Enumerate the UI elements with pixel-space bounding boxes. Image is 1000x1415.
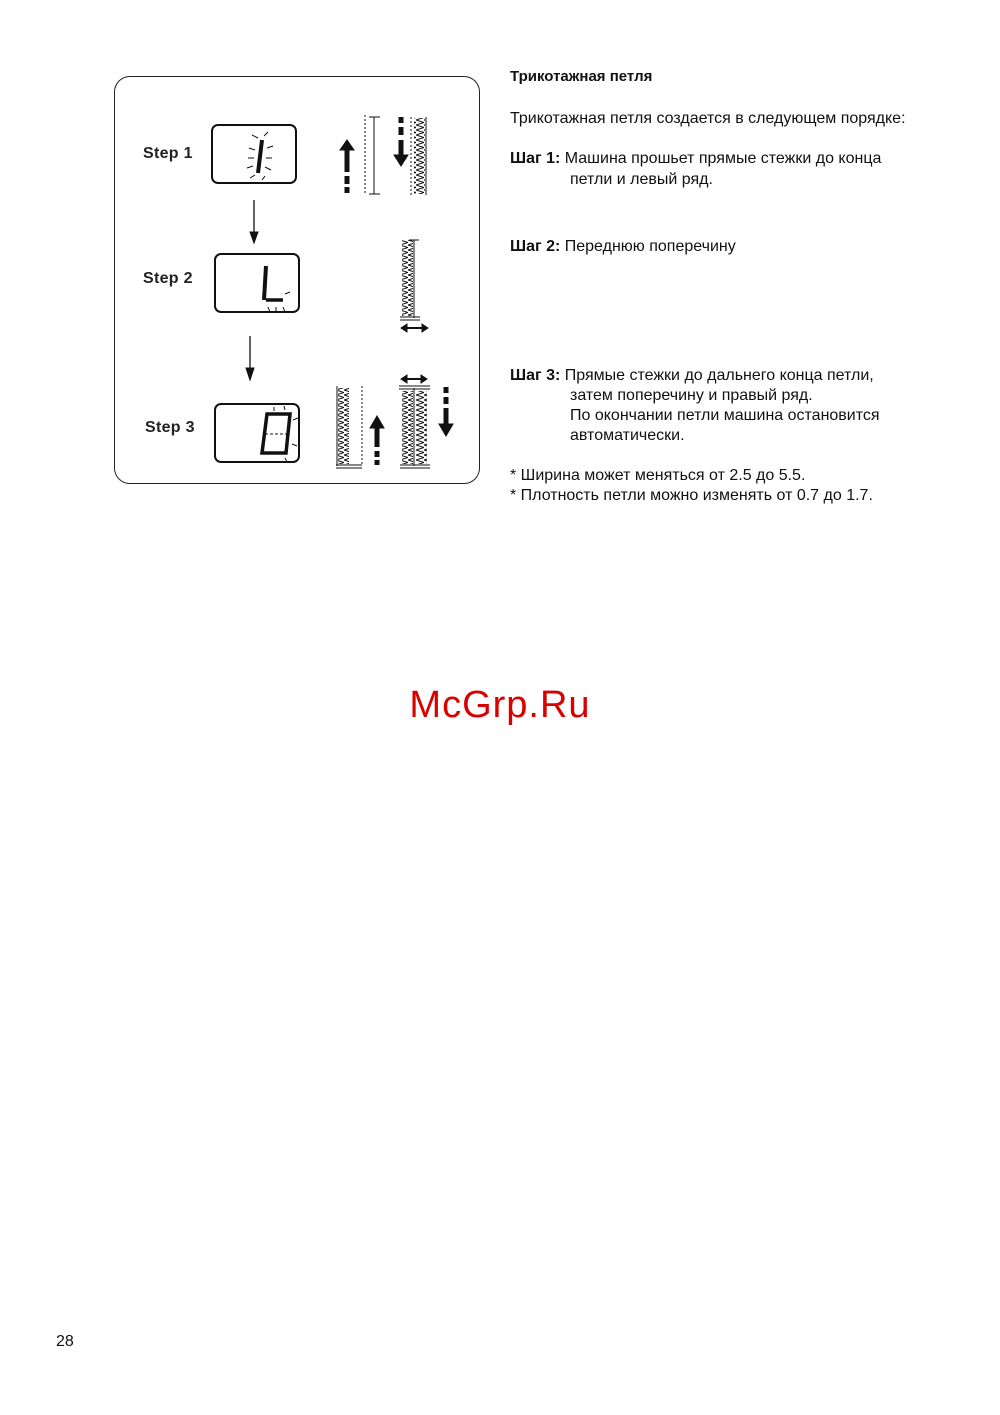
step-2-label: Step 2	[143, 270, 193, 287]
lcd-digit-0-icon	[260, 405, 299, 463]
step-3-text-cont-1: затем поперечину и правый ряд.	[570, 387, 813, 404]
watermark: McGrp.Ru	[409, 684, 591, 726]
arrow-down-icon	[245, 336, 255, 382]
lcd-display-step-1	[211, 124, 297, 184]
lcd-display-step-2	[214, 253, 300, 313]
step-1-label: Step 1	[143, 145, 193, 162]
stitch-step-2-icon	[400, 239, 429, 333]
step-2-instruction: Шаг 2: Переднюю поперечину	[510, 237, 736, 257]
step-1-title: Шаг 1:	[510, 150, 561, 167]
lcd-display-step-3	[214, 403, 300, 463]
step-3-instruction: Шаг 3: Прямые стежки до дальнего конца п…	[510, 366, 874, 386]
buttonhole-diagram	[245, 115, 454, 469]
step-1-instruction: Шаг 1: Машина прошьет прямые стежки до к…	[510, 149, 881, 169]
step-panel	[114, 76, 480, 484]
step-3-text-cont-3: автоматически.	[570, 427, 685, 444]
step-3-text-cont-2: По окончании петли машина остановится	[570, 407, 880, 424]
step-2-text: Переднюю поперечину	[560, 238, 736, 255]
stitch-step-1-icon	[339, 115, 427, 195]
section-heading: Трикотажная петля	[510, 68, 653, 85]
intro-text: Трикотажная петля создается в следующем …	[510, 110, 906, 127]
step-3-text: Прямые стежки до дальнего конца петли,	[560, 367, 874, 384]
arrow-down-icon	[249, 200, 259, 245]
step-3-title: Шаг 3:	[510, 367, 561, 384]
page-number: 28	[56, 1333, 74, 1350]
step-2-title: Шаг 2:	[510, 238, 561, 255]
note-density: * Плотность петли можно изменять от 0.7 …	[510, 487, 873, 504]
step-1-text: Машина прошьет прямые стежки до конца	[560, 150, 882, 167]
note-width: * Ширина может меняться от 2.5 до 5.5.	[510, 467, 806, 484]
stitch-step-3-icon	[336, 374, 454, 469]
step-3-label: Step 3	[145, 419, 195, 436]
lcd-digit-1-icon	[246, 131, 274, 181]
step-1-text-cont: петли и левый ряд.	[570, 171, 713, 188]
lcd-letter-l-icon	[262, 265, 291, 313]
